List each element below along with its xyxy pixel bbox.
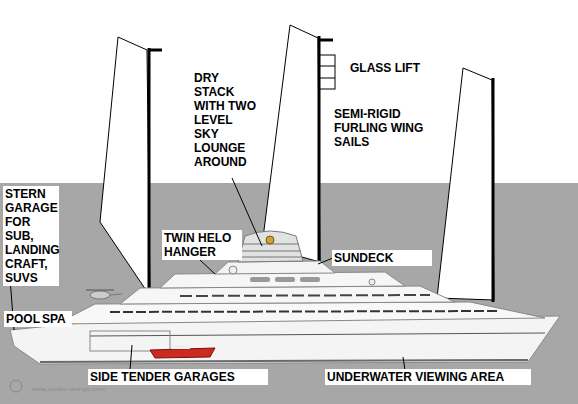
window-band bbox=[180, 295, 430, 296]
lift-line bbox=[320, 66, 335, 67]
callout-label: SIDE TENDER GARAGES bbox=[88, 369, 268, 385]
waterline bbox=[40, 360, 528, 362]
callout-label: STERN GARAGE FOR SUB, LANDING CRAFT, SUV… bbox=[3, 186, 59, 286]
main-deck bbox=[60, 302, 545, 324]
callout-label: SUNDECK bbox=[332, 250, 432, 266]
stack-line bbox=[240, 257, 302, 258]
stack-line bbox=[241, 251, 301, 252]
callout-label: TWIN HELO HANGER bbox=[162, 230, 242, 260]
helicopter-tail bbox=[110, 294, 122, 295]
watermark: www.modin-design.com bbox=[30, 385, 120, 394]
dry-stack bbox=[238, 231, 303, 262]
mast bbox=[492, 78, 495, 302]
lift-line bbox=[320, 78, 335, 79]
hull-stripe bbox=[90, 333, 545, 336]
mast bbox=[148, 48, 151, 292]
leader-line bbox=[318, 258, 333, 264]
rotor bbox=[86, 290, 114, 291]
callout-label: UNDERWATER VIEWING AREA bbox=[325, 369, 531, 385]
emblem bbox=[266, 236, 274, 244]
tender-boat bbox=[150, 348, 215, 358]
wing-sail bbox=[100, 37, 150, 296]
wing-sail bbox=[262, 25, 320, 262]
sundeck bbox=[215, 261, 335, 274]
callout-label: POOL bbox=[4, 311, 44, 327]
callout-label: SPA bbox=[40, 311, 72, 327]
leader-line bbox=[130, 345, 132, 370]
watermark-logo bbox=[10, 380, 22, 392]
life-raft bbox=[250, 277, 270, 282]
glass-lift bbox=[320, 55, 335, 89]
mast-arm bbox=[149, 49, 162, 52]
radar-dome bbox=[229, 266, 237, 274]
leader-line bbox=[200, 260, 215, 274]
mast-arm bbox=[319, 39, 333, 42]
upper-deck bbox=[120, 286, 455, 304]
window-band bbox=[110, 311, 500, 312]
helicopter bbox=[90, 291, 110, 299]
tender-cabin bbox=[172, 345, 190, 349]
callout-label: GLASS LIFT bbox=[348, 60, 438, 76]
callout-label: DRY STACK WITH TWO LEVEL SKY LOUNGE AROU… bbox=[192, 70, 258, 170]
life-raft bbox=[275, 277, 295, 282]
tender-garage-door bbox=[90, 331, 170, 351]
radar-dome bbox=[369, 279, 375, 285]
life-raft bbox=[300, 277, 320, 282]
callout-label: SEMI-RIGID FURLING WING SAILS bbox=[332, 106, 438, 150]
bridge-deck bbox=[160, 272, 405, 288]
wing-sail bbox=[437, 68, 494, 300]
